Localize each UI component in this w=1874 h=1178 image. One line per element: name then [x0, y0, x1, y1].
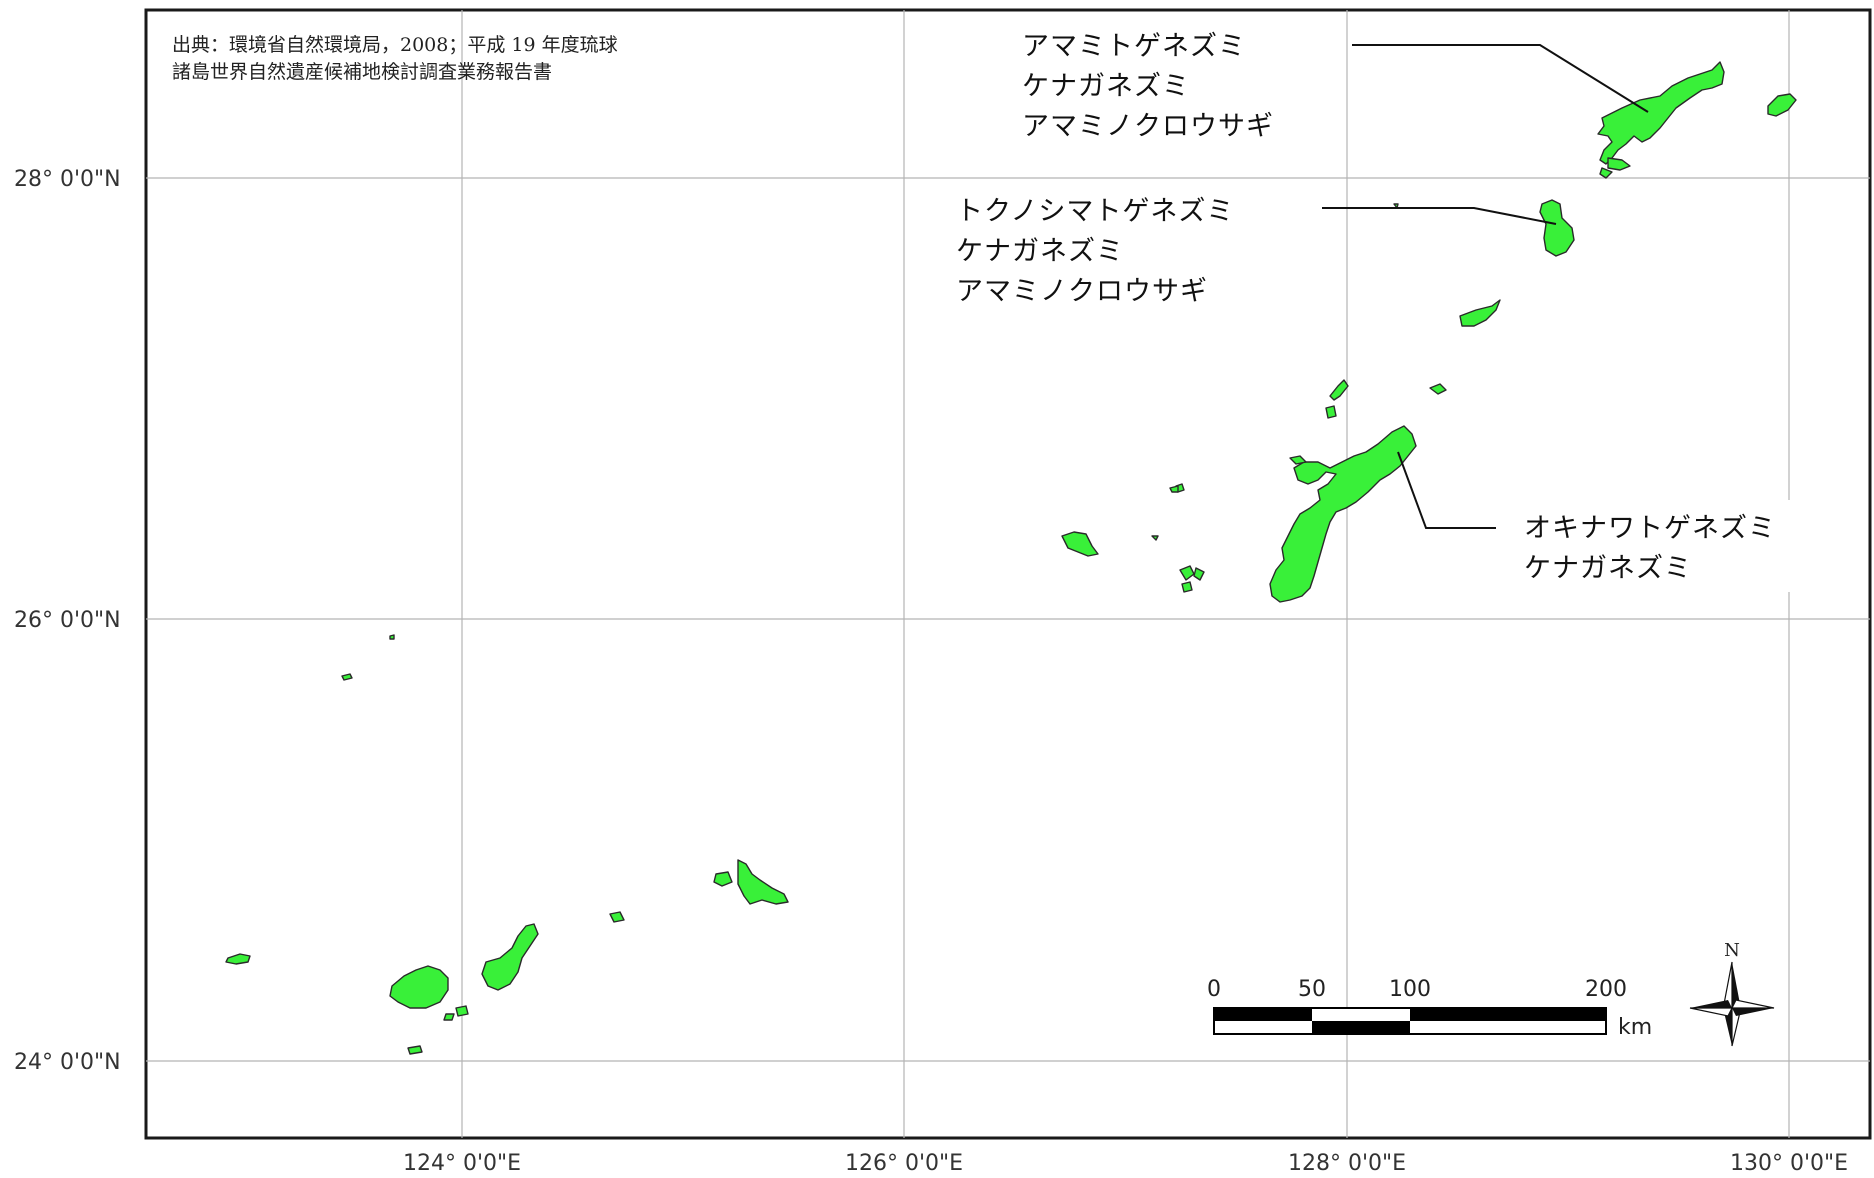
scale-tick-0: 0	[1207, 977, 1221, 1002]
scale-seg-b	[1312, 1021, 1410, 1034]
island-speck-1	[341, 673, 353, 681]
islands	[225, 61, 1797, 1055]
island-izena	[1325, 405, 1337, 419]
island-kume	[1061, 531, 1099, 557]
species-okinawa-0: オキナワトゲネズミ	[1524, 513, 1776, 544]
island-irabu	[713, 871, 733, 887]
island-okinawa	[1269, 425, 1417, 603]
island-speck-3	[1169, 485, 1179, 493]
scale-seg-a	[1214, 1008, 1312, 1021]
species-tokunoshima-1: ケナガネズミ	[956, 236, 1124, 267]
island-kerama-2	[1193, 567, 1205, 581]
island-iheya	[1329, 379, 1349, 401]
lon-label-124e: 124° 0'0"E	[403, 1151, 521, 1176]
island-ie	[1289, 455, 1307, 465]
north-arrow-icon: N	[1689, 940, 1775, 1047]
scale-unit: km	[1618, 1015, 1652, 1040]
scale-tick-100: 100	[1389, 977, 1431, 1002]
island-speck-4	[1151, 535, 1159, 541]
lat-label-24n: 24° 0'0"N	[14, 1050, 121, 1075]
island-miyako	[737, 859, 789, 905]
island-taketomi	[455, 1005, 469, 1017]
lon-label-126e: 126° 0'0"E	[845, 1151, 963, 1176]
leader-line-okinawa	[1397, 451, 1496, 529]
species-panel-tokunoshima	[950, 183, 1316, 309]
island-ukejima	[1599, 167, 1613, 179]
island-ishigaki	[481, 923, 539, 991]
species-tokunoshima-0: トクノシマトゲネズミ	[956, 196, 1234, 227]
island-amami-oshima	[1597, 61, 1725, 165]
leader-line-amami	[1352, 44, 1649, 113]
island-kakeroma	[1607, 157, 1631, 171]
north-label: N	[1724, 940, 1740, 961]
island-hateruma	[407, 1045, 423, 1055]
island-tokunoshima	[1539, 199, 1575, 257]
graticule	[146, 10, 1870, 1138]
island-kohama	[443, 1013, 455, 1021]
island-iriomote	[389, 965, 449, 1009]
lat-label-26n: 26° 0'0"N	[14, 608, 121, 633]
lon-label-128e: 128° 0'0"E	[1288, 1151, 1406, 1176]
species-amami-0: アマミトゲネズミ	[1022, 31, 1246, 62]
island-tarama	[609, 911, 625, 923]
species-okinawa-1: ケナガネズミ	[1524, 553, 1692, 584]
scale-seg-c	[1410, 1008, 1606, 1021]
island-okinoerabu	[1459, 299, 1501, 327]
species-amami-1: ケナガネズミ	[1022, 71, 1190, 102]
source-note-line2: 諸島世界自然遺産候補地検討調査業務報告書	[172, 61, 552, 83]
species-panel-okinawa	[1502, 500, 1790, 592]
island-kikai	[1767, 93, 1797, 117]
lat-label-28n: 28° 0'0"N	[14, 167, 121, 192]
species-tokunoshima-2: アマミノクロウサギ	[956, 276, 1208, 307]
lon-label-130e: 130° 0'0"E	[1730, 1151, 1848, 1176]
island-yonaguni	[225, 953, 251, 965]
species-panel-amami	[1016, 18, 1338, 142]
island-kerama-3	[1181, 581, 1193, 593]
scale-tick-50: 50	[1298, 977, 1326, 1002]
island-yoron	[1429, 383, 1447, 395]
island-speck-2	[389, 634, 395, 640]
species-amami-2: アマミノクロウサギ	[1022, 111, 1274, 142]
scale-tick-200: 200	[1585, 977, 1627, 1002]
scale-bar: 0 50 100 200 km	[1207, 977, 1652, 1040]
leader-line-tokunoshima	[1322, 207, 1557, 225]
source-note-line1: 出典：環境省自然環境局，2008；平成 19 年度琉球	[172, 34, 618, 56]
